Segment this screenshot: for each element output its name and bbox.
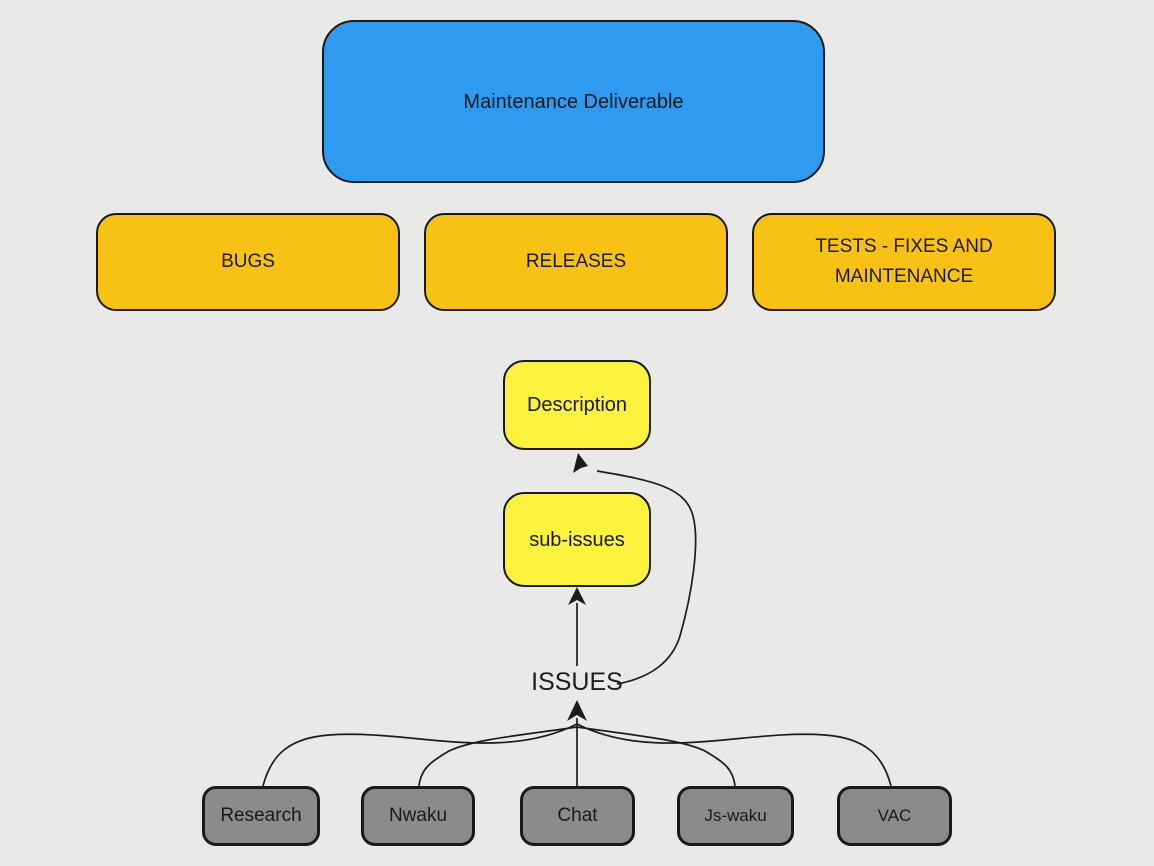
node-js-waku-label: Js-waku <box>704 806 767 826</box>
edge-issues-to-description <box>596 470 697 685</box>
arrowhead-subissues <box>568 587 586 605</box>
node-maintenance-deliverable-label: Maintenance Deliverable <box>463 90 684 113</box>
node-tests-fixes-maintenance[interactable]: TESTS - FIXES AND MAINTENANCE <box>752 213 1056 311</box>
node-chat-label: Chat <box>557 804 598 826</box>
edge-jswaku-to-issues <box>576 726 736 787</box>
node-vac-label: VAC <box>877 806 912 826</box>
node-js-waku[interactable]: Js-waku <box>677 786 794 846</box>
edge-nwaku-to-issues <box>418 726 578 787</box>
node-research[interactable]: Research <box>202 786 320 846</box>
node-bugs[interactable]: BUGS <box>96 213 400 311</box>
node-nwaku[interactable]: Nwaku <box>361 786 475 846</box>
node-research-label: Research <box>220 804 302 826</box>
arrowhead-issues <box>567 700 587 721</box>
node-vac[interactable]: VAC <box>837 786 952 846</box>
node-chat[interactable]: Chat <box>520 786 635 846</box>
edge-research-to-issues <box>262 723 578 787</box>
node-maintenance-deliverable[interactable]: Maintenance Deliverable <box>322 20 825 183</box>
node-issues-label: ISSUES <box>531 668 623 696</box>
node-description[interactable]: Description <box>503 360 651 450</box>
node-sub-issues-label: sub-issues <box>529 528 625 551</box>
node-nwaku-label: Nwaku <box>388 804 448 826</box>
node-bugs-label: BUGS <box>221 250 275 272</box>
arrowhead-description <box>573 453 588 473</box>
node-issues[interactable]: ISSUES <box>497 668 657 697</box>
node-description-label: Description <box>526 394 628 416</box>
node-releases[interactable]: RELEASES <box>424 213 728 311</box>
node-tests-fixes-maintenance-label: TESTS - FIXES AND MAINTENANCE <box>815 235 993 287</box>
node-releases-label: RELEASES <box>525 250 627 272</box>
node-sub-issues[interactable]: sub-issues <box>503 492 651 587</box>
edge-vac-to-issues <box>576 723 892 787</box>
